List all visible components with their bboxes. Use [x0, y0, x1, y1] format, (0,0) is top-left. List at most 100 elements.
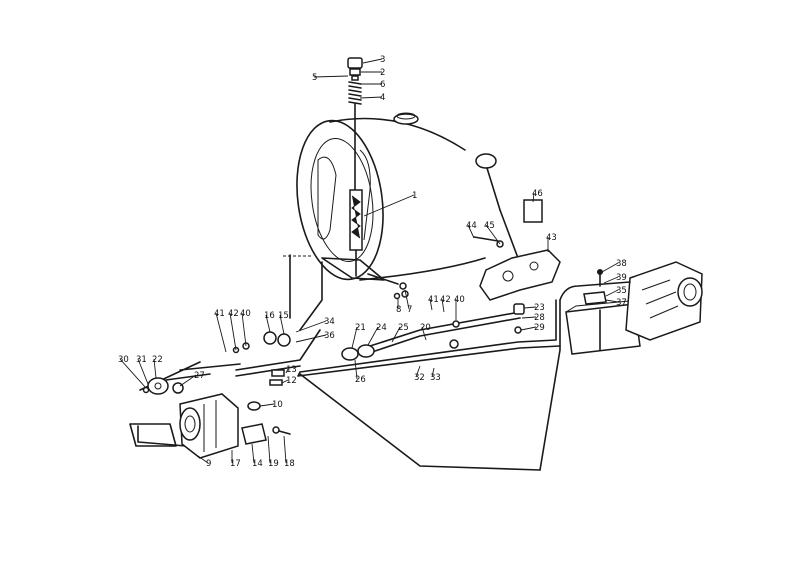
part-label-10: 10 [272, 400, 283, 410]
part-label-5: 5 [312, 73, 317, 83]
fuel-tank [296, 117, 486, 281]
part-label-1: 1 [412, 191, 417, 201]
callout-leader-15 [279, 314, 285, 335]
part-label-43: 43 [546, 233, 557, 243]
part-label-19: 19 [268, 459, 279, 469]
part-label-14: 14 [252, 459, 263, 469]
callout-leader-30 [119, 358, 147, 389]
part-label-32: 32 [414, 373, 425, 383]
part-label-4: 4 [380, 93, 385, 103]
part-label-8: 8 [396, 305, 401, 315]
callout-leader-16 [265, 314, 271, 333]
callout-leader-42 [229, 312, 237, 351]
part-label-16: 16 [264, 311, 275, 321]
callout-leader-29 [520, 326, 537, 331]
callout-leader-42 [441, 298, 445, 313]
part-label-24: 24 [376, 323, 387, 333]
part-label-35: 35 [616, 286, 627, 296]
part-label-22: 22 [152, 355, 163, 365]
callout-leader-3 [362, 58, 383, 64]
callout-leader-18 [283, 435, 287, 464]
callout-leader-36 [295, 334, 327, 343]
part-label-18: 18 [284, 459, 295, 469]
callout-leader-41 [429, 298, 433, 311]
callout-leader-19 [267, 435, 271, 464]
part-label-6: 6 [380, 80, 385, 90]
part-label-40: 40 [454, 295, 465, 305]
inlet-flange [142, 377, 184, 395]
callout-leader-27 [179, 374, 197, 387]
part-label-42: 42 [440, 295, 451, 305]
part-label-46: 46 [532, 189, 543, 199]
part-label-37: 37 [616, 298, 627, 308]
callout-leader-33 [431, 367, 435, 378]
callout-leader-10 [259, 403, 275, 407]
callout-leader-23 [523, 306, 537, 309]
callout-leader-1 [363, 194, 415, 217]
part-label-17: 17 [230, 459, 241, 469]
part-label-3: 3 [380, 55, 385, 65]
fuel-lines [129, 254, 631, 471]
part-label-30: 30 [118, 355, 129, 365]
part-label-25: 25 [398, 323, 409, 333]
part-label-45: 45 [484, 221, 495, 231]
part-label-40: 40 [240, 309, 251, 319]
callout-leader-37 [605, 299, 619, 303]
part-label-9: 9 [206, 459, 211, 469]
callout-leader-28 [521, 316, 537, 319]
part-label-34: 34 [324, 317, 335, 327]
callout-leader-4 [359, 96, 383, 99]
part-label-27: 27 [194, 371, 205, 381]
part-label-26: 26 [355, 375, 366, 385]
part-label-41: 41 [214, 309, 225, 319]
part-label-42: 42 [228, 309, 239, 319]
callout-leader-12 [281, 379, 289, 384]
reservoir-box [565, 269, 641, 355]
part-label-29: 29 [534, 323, 545, 333]
callout-leader-39 [603, 276, 619, 284]
callout-leader-13 [285, 368, 289, 374]
callout-leader-20 [421, 326, 427, 341]
control-lever [473, 153, 561, 301]
callout-leader-32 [415, 365, 421, 378]
callout-leader-7 [404, 289, 410, 310]
callout-leader-35 [605, 289, 619, 297]
callout-leader-41 [215, 312, 227, 353]
transmission-housing [625, 261, 703, 341]
callout-leader-5 [313, 75, 349, 78]
part-label-39: 39 [616, 273, 627, 283]
callout-leader-9 [197, 455, 209, 464]
part-label-28: 28 [534, 313, 545, 323]
injection-pump [179, 393, 291, 459]
callout-leader-24 [367, 326, 379, 346]
callout-leader-22 [153, 358, 157, 379]
part-label-12: 12 [286, 376, 297, 386]
callout-leader-44 [467, 224, 475, 239]
part-label-13: 13 [286, 365, 297, 375]
part-label-38: 38 [616, 259, 627, 269]
part-label-2: 2 [380, 68, 385, 78]
part-label-33: 33 [430, 373, 441, 383]
callout-leader-40 [241, 312, 247, 347]
sender-unit-assembly [321, 57, 407, 290]
part-label-44: 44 [466, 221, 477, 231]
callout-leader-34 [295, 320, 327, 333]
callout-leader-25 [391, 326, 401, 343]
callout-leader-14 [251, 443, 255, 464]
callout-leader-45 [485, 224, 501, 245]
tank-filler-cap [393, 112, 419, 125]
part-label-7: 7 [407, 305, 412, 315]
part-label-23: 23 [534, 303, 545, 313]
part-label-36: 36 [324, 331, 335, 341]
callout-leader-21 [351, 326, 358, 349]
part-label-31: 31 [136, 355, 147, 365]
inline-filter [232, 290, 525, 386]
callout-leader-38 [601, 262, 619, 273]
part-label-41: 41 [428, 295, 439, 305]
part-label-20: 20 [420, 323, 431, 333]
callout-leader-26 [354, 359, 358, 380]
callout-leader-46 [532, 192, 535, 203]
